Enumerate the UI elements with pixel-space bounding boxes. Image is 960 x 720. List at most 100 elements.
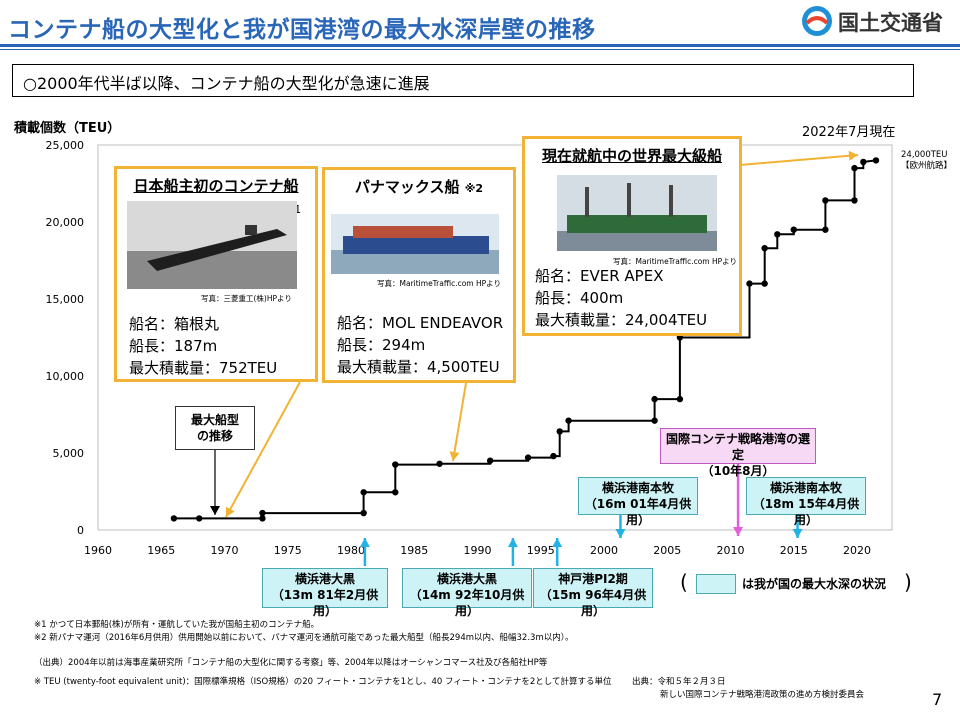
port-box-daikoku-13m: 横浜港大黒 （13m 81年2月供用） <box>262 568 388 618</box>
legend-bracket-left: ( <box>680 570 688 594</box>
data-point <box>196 515 203 522</box>
max-ship-line2: の推移 <box>196 429 233 443</box>
plot-area <box>97 144 893 531</box>
legend-text: は我が国の最大水深の状況 <box>742 577 887 591</box>
ship-length: 船長：400m <box>535 289 624 307</box>
data-point <box>651 417 658 424</box>
port-name: 横浜港南本牧 <box>769 481 842 495</box>
port-arrow-13m-head <box>359 538 370 547</box>
ship-heading: 現在就航中の世界最大級船 <box>541 147 722 165</box>
series-markers <box>170 157 880 522</box>
legend-bracket-right: ) <box>904 570 912 594</box>
max-ship-line1: 最大船型 <box>190 413 239 427</box>
port-box-daikoku-14m: 横浜港大黒 （14m 92年10月供用） <box>402 568 532 618</box>
ship-heading: 日本船主初のコンテナ船 <box>133 177 299 195</box>
max-ship-label: 最大船型 の推移 <box>175 406 255 450</box>
data-point <box>822 197 829 204</box>
strategic-arrow-head <box>733 527 744 536</box>
port-box-kobe-pi2: 神戸港PI2期 （15m 96年4月供用） <box>533 568 653 618</box>
data-point <box>851 164 858 172</box>
end-label: 24,000TEU 【欧州航路】 <box>901 150 952 172</box>
x-tick-label: 2000 <box>590 544 618 557</box>
footnote-teu: ※ TEU (twenty-foot equivalent unit)：国際標準… <box>34 677 612 687</box>
data-point <box>436 460 443 467</box>
y-tick-label: 5,000 <box>53 447 85 460</box>
legend: ( は我が国の最大水深の状況 ) <box>680 570 916 596</box>
data-point <box>524 454 532 461</box>
data-point <box>761 244 768 252</box>
data-point <box>676 395 684 403</box>
data-point <box>259 515 266 522</box>
logo-text: 国土交通省 <box>838 11 943 35</box>
footnote-source: （出典）2004年以前は海事産業研究所「コンテナ船の大型化に関する考察」等、20… <box>34 658 548 668</box>
ship-box-hakone: 日本船主初のコンテナ船 ※1 写真：三菱重工(株)HPより 船名：箱根丸 船長：… <box>114 166 318 382</box>
port-name: 横浜港南本牧 <box>601 481 674 495</box>
y-axis-title: 積載個数（TEU） <box>14 121 121 136</box>
port-arrow-15m-head <box>552 538 563 547</box>
x-tick-label: 1960 <box>84 544 112 557</box>
data-point <box>860 158 867 166</box>
end-label-teu: 24,000TEU <box>901 150 948 160</box>
ship-length: 船長：187m <box>129 337 218 355</box>
port-arrow-16m-head <box>615 529 626 538</box>
x-tick-label: 1965 <box>147 544 175 557</box>
ship-specs: 船名：EVER APEX 船長：400m 最大積載量：24,004TEU <box>535 265 707 331</box>
ship-capacity: 最大積載量：4,500TEU <box>337 358 500 376</box>
data-point <box>392 461 399 468</box>
ship-photo <box>331 214 499 274</box>
strategic-line1: 国際コンテナ戦略港湾の選定 <box>665 432 810 462</box>
title-rule-thin <box>0 49 960 50</box>
photo-credit: 写真：MaritimeTraffic.com HPより <box>377 279 502 288</box>
port-arrow-14m-head <box>507 538 518 547</box>
photo-credit: 写真：三菱重工(株)HPより <box>201 294 292 303</box>
strategic-line2: （10年8月） <box>701 464 775 478</box>
data-point <box>565 417 572 424</box>
mlit-logo-icon <box>802 6 832 36</box>
ship-capacity: 最大積載量：752TEU <box>129 359 278 377</box>
ship-name: 船名：箱根丸 <box>129 315 220 333</box>
y-tick-label: 10,000 <box>46 370 85 383</box>
ship2-arrow-head <box>449 451 460 461</box>
ship-box-panamax: パナマックス船 ※2 写真：MaritimeTraffic.com HPより 船… <box>322 167 516 383</box>
page-number: 7 <box>932 690 943 709</box>
data-point <box>774 231 781 238</box>
ship2-arrow <box>452 382 467 462</box>
x-tick-label: 2020 <box>843 544 871 557</box>
data-point <box>872 157 880 164</box>
data-point <box>851 197 858 204</box>
data-point <box>651 395 658 403</box>
data-point <box>550 452 557 460</box>
max-ship-arrow-head <box>210 506 220 515</box>
chart-frame <box>97 144 893 531</box>
ship-length: 船長：294m <box>337 336 426 354</box>
strategic-port-box: 国際コンテナ戦略港湾の選定 （10年8月） <box>660 428 816 478</box>
port-detail: （18m 15年4月供用） <box>752 497 860 527</box>
port-name: 神戸港PI2期 <box>558 572 628 586</box>
x-tick-label: 1980 <box>337 544 365 557</box>
data-point <box>822 226 829 233</box>
photo-credit: 写真：MaritimeTraffic.com HPより <box>613 257 738 266</box>
data-point <box>746 280 753 287</box>
port-detail: （14m 92年10月供用） <box>409 588 525 618</box>
title-rule <box>0 44 960 47</box>
data-point <box>790 226 797 233</box>
y-tick-label: 15,000 <box>46 293 85 306</box>
footnote-2: ※2 新パナマ運河（2016年6月供用）供用開始以前において、パナマ運河を通航可… <box>34 633 574 643</box>
port-box-minamihonmoku-16m: 横浜港南本牧 （16m 01年4月供用） <box>578 477 698 527</box>
legend-swatch <box>696 574 736 594</box>
source-line2: 新しい国際コンテナ戦略港湾政策の進め方検討委員会 <box>660 690 865 700</box>
x-tick-label: 1970 <box>211 544 239 557</box>
data-point <box>392 489 399 496</box>
data-point <box>556 428 563 435</box>
x-tick-label: 1990 <box>464 544 492 557</box>
x-tick-label: 1985 <box>400 544 428 557</box>
ship1-arrow-head <box>225 506 235 517</box>
data-point <box>170 515 178 522</box>
ship-name: 船名：EVER APEX <box>535 267 664 285</box>
x-tick-label: 2010 <box>717 544 745 557</box>
port-detail: （16m 01年4月供用） <box>584 497 692 527</box>
y-tick-label: 25,000 <box>46 139 85 152</box>
port-box-minamihonmoku-18m: 横浜港南本牧 （18m 15年4月供用） <box>746 477 866 527</box>
port-detail: （13m 81年2月供用） <box>271 588 379 618</box>
port-arrow-18m-head <box>792 529 803 538</box>
